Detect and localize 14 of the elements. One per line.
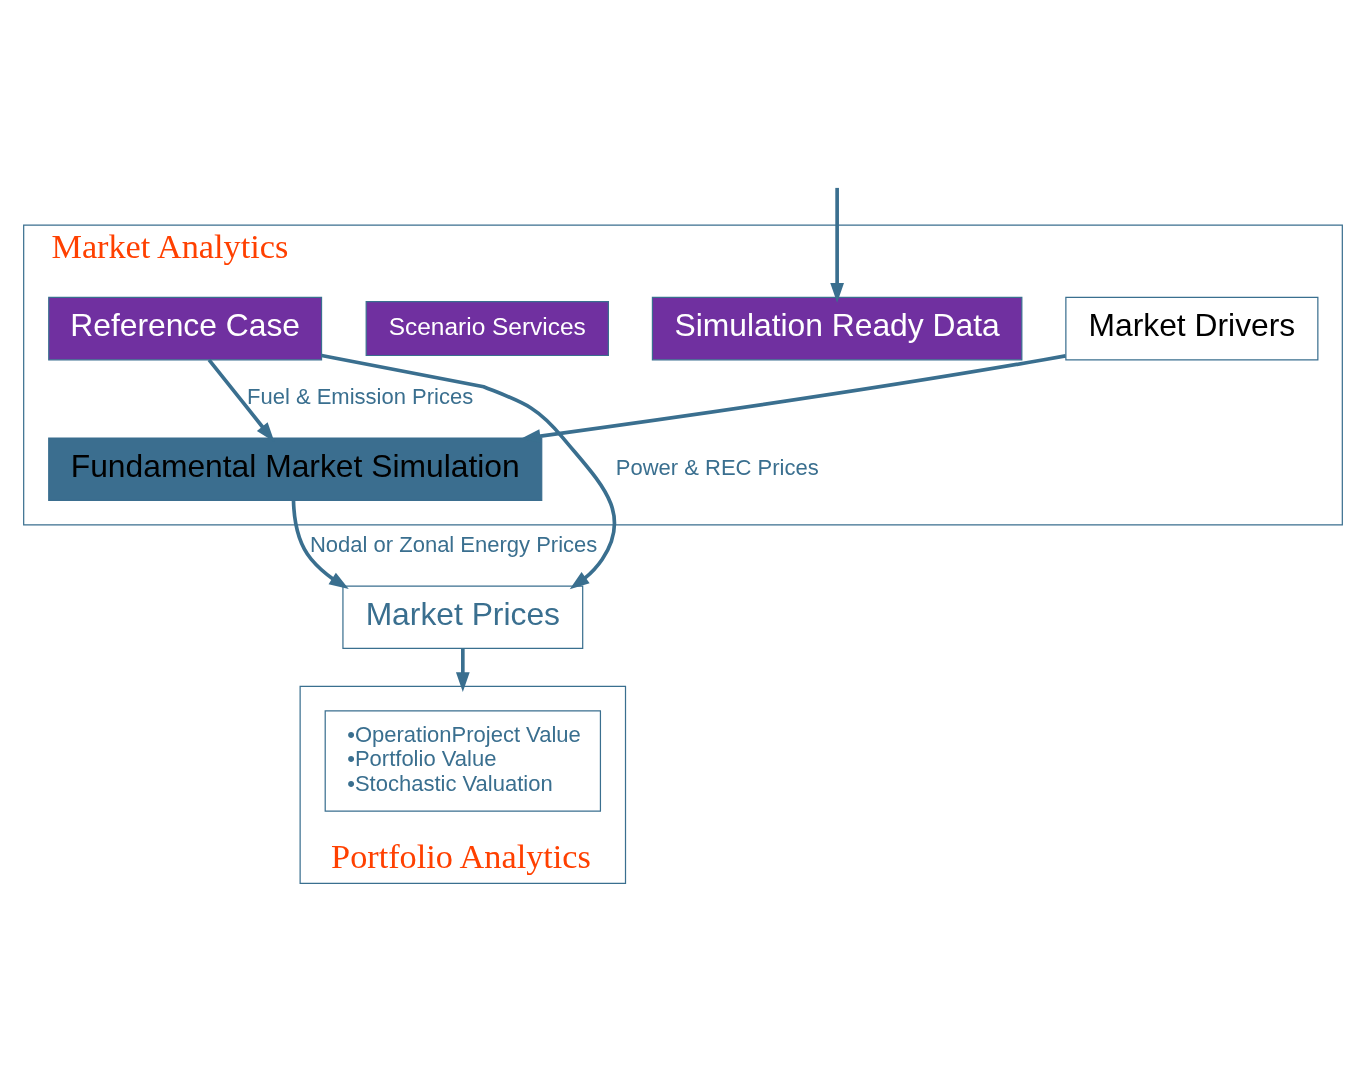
arrow: [455, 648, 470, 692]
node-box: Scenario Services: [365, 300, 609, 356]
node-box: Market Drivers: [1064, 296, 1318, 360]
edge-label: Power & REC Prices: [615, 454, 819, 480]
node-box: Fundamental Market Simulation: [47, 436, 542, 501]
edge-label: Fuel & Emission Prices: [246, 383, 473, 409]
edge-label: Nodal or Zonal Energy Prices: [309, 531, 597, 557]
node-box: Market Prices: [341, 584, 583, 649]
node-box: Reference Case: [47, 296, 322, 360]
arrow: [320, 353, 616, 589]
arrow: [291, 500, 349, 589]
node-box: •OperationProject Value •Portfolio Value •Stochastic Valuation: [324, 709, 601, 812]
arrow: [829, 187, 844, 303]
node-box: Simulation Ready Data: [651, 296, 1022, 360]
